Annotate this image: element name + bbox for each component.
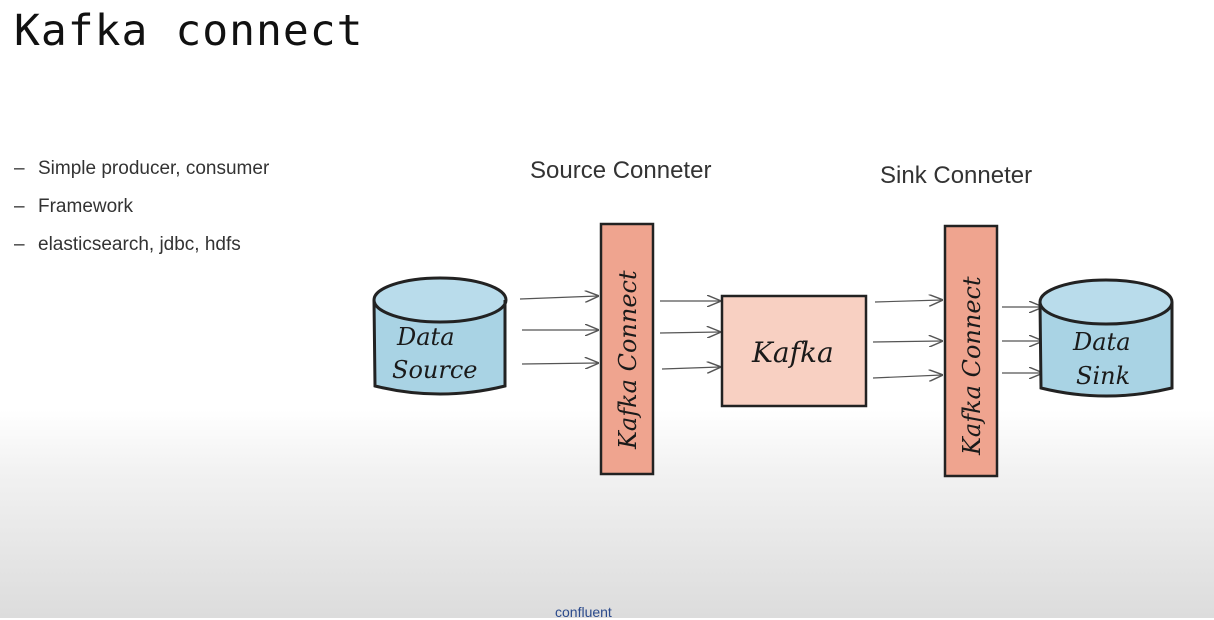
sink-connect-bar: Kafka Connect (943, 224, 999, 478)
bullet-item: –elasticsearch, jdbc, hdfs (14, 231, 269, 269)
data-sink-label-line1: Data (1072, 328, 1131, 356)
slide-title: Kafka connect (14, 6, 364, 56)
dash-icon: – (14, 158, 25, 179)
data-source-label-line2: Source (392, 356, 477, 384)
source-arrows (519, 296, 598, 364)
kafka-to-sink-arrows (872, 300, 942, 378)
arrow (872, 341, 942, 342)
bullet-list: –Simple producer, consumer –Framework –e… (14, 155, 269, 269)
arrow (521, 363, 598, 364)
sink-arrows (1002, 307, 1042, 373)
source-connect-label: Kafka Connect (614, 270, 642, 450)
connect-to-kafka-arrows (659, 301, 720, 369)
source-connector-caption: Source Conneter (530, 157, 712, 184)
dash-icon: – (14, 196, 25, 217)
bullet-item: –Framework (14, 193, 269, 231)
data-source-label-line1: Data (396, 323, 455, 351)
dash-icon: – (14, 234, 25, 255)
sink-connector-caption: Sink Conneter (880, 162, 1033, 189)
arrow (519, 296, 598, 299)
arrow (874, 300, 942, 302)
arrow (661, 367, 720, 369)
confluent-logo: confluent (555, 604, 612, 620)
data-sink-cylinder: Data Sink (1038, 278, 1174, 398)
bullet-item: –Simple producer, consumer (14, 155, 269, 193)
data-sink-label-line2: Sink (1076, 362, 1130, 390)
data-source-cylinder: Data Source (372, 276, 508, 396)
kafka-label: Kafka (751, 336, 834, 369)
source-connect-bar: Kafka Connect (599, 222, 655, 476)
arrow (872, 375, 942, 378)
arrow (659, 332, 720, 333)
kafka-box: Kafka (720, 294, 868, 408)
sink-connect-label: Kafka Connect (958, 276, 986, 456)
